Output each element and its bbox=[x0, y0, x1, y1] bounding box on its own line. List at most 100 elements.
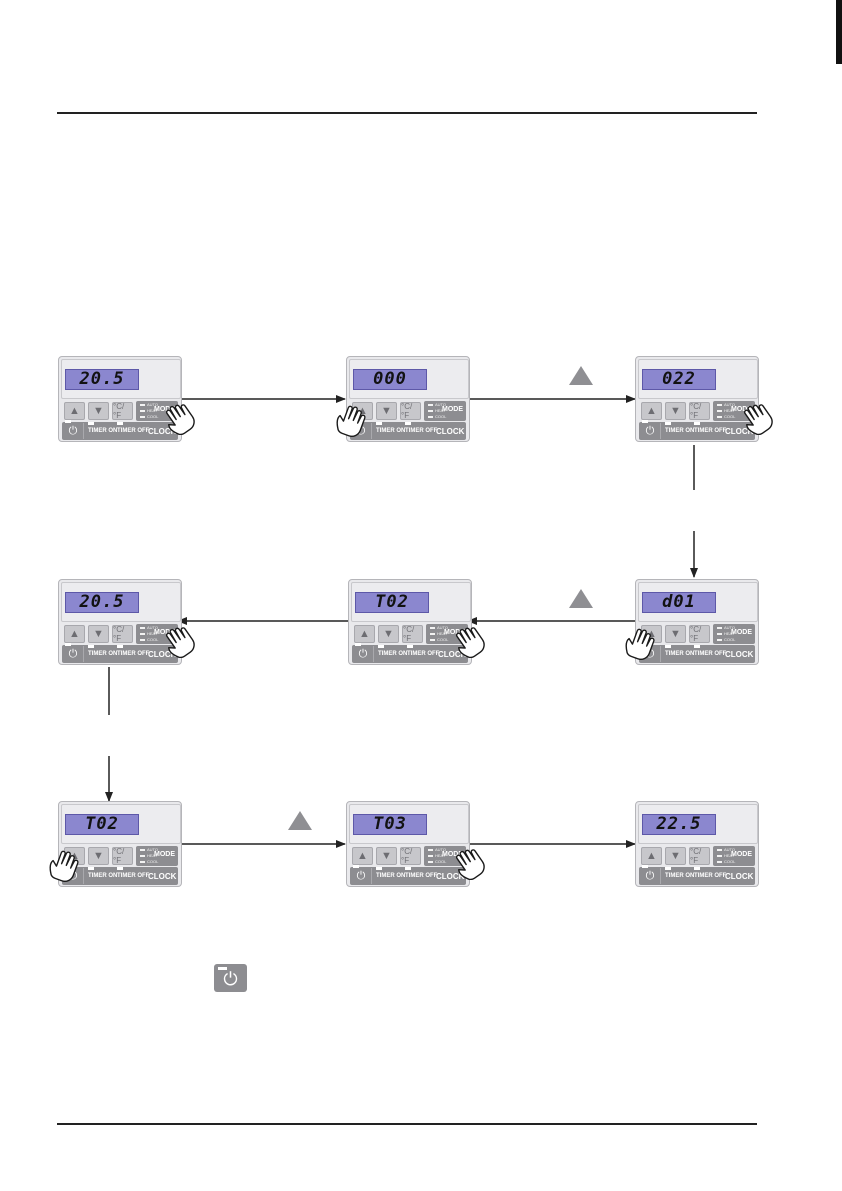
power-button[interactable]: ⏻ bbox=[63, 420, 84, 439]
control-panel-5: T02 ▲ ▼ °C/°F AUTO HEAT COOL MODE ⏻ TIME… bbox=[348, 579, 472, 665]
timer-on-button[interactable]: TIMER ON bbox=[88, 645, 117, 657]
clock-button[interactable]: CLOCK bbox=[436, 427, 465, 436]
up-triangle-icon bbox=[569, 366, 593, 385]
triangle-up-icon: ▲ bbox=[69, 405, 80, 417]
unit-button[interactable]: °C/°F bbox=[689, 847, 710, 865]
clock-button[interactable]: CLOCK bbox=[148, 872, 177, 881]
triangle-down-icon: ▼ bbox=[93, 850, 104, 862]
pointing-hand-icon bbox=[160, 624, 199, 658]
clock-button[interactable]: CLOCK bbox=[436, 872, 465, 881]
power-icon: ⏻ bbox=[356, 425, 366, 437]
down-button[interactable]: ▼ bbox=[665, 625, 686, 643]
timer-off-button[interactable]: TIMER OFF bbox=[117, 645, 149, 657]
up-button[interactable]: ▲ bbox=[641, 847, 662, 865]
triangle-down-icon: ▼ bbox=[93, 405, 104, 417]
power-button[interactable]: ⏻ bbox=[351, 865, 372, 884]
power-icon: ⏻ bbox=[68, 648, 78, 660]
triangle-down-icon: ▼ bbox=[383, 628, 394, 640]
clock-button[interactable]: CLOCK bbox=[725, 427, 754, 436]
triangle-up-icon: ▲ bbox=[646, 405, 657, 417]
down-button[interactable]: ▼ bbox=[378, 625, 399, 643]
timer-off-button[interactable]: TIMER OFF bbox=[117, 867, 149, 879]
timer-on-button[interactable]: TIMER ON bbox=[376, 422, 405, 434]
pointing-hand-icon bbox=[333, 404, 368, 438]
unit-button[interactable]: °C/°F bbox=[402, 625, 423, 643]
down-button[interactable]: ▼ bbox=[376, 402, 397, 420]
timer-on-button[interactable]: TIMER ON bbox=[88, 422, 117, 434]
timer-on-button[interactable]: TIMER ON bbox=[88, 867, 117, 879]
triangle-down-icon: ▼ bbox=[670, 628, 681, 640]
clock-button[interactable]: CLOCK bbox=[438, 650, 467, 659]
mode-button[interactable]: AUTO HEAT COOL MODE bbox=[136, 846, 178, 866]
mode-button[interactable]: AUTO HEAT COOL MODE bbox=[713, 846, 755, 866]
down-button[interactable]: ▼ bbox=[88, 847, 109, 865]
control-panel-8: T03 ▲ ▼ °C/°F AUTO HEAT COOL MODE ⏻ TIME… bbox=[346, 801, 470, 887]
mode-button[interactable]: AUTO HEAT COOL MODE bbox=[713, 624, 755, 644]
clock-button[interactable]: CLOCK bbox=[725, 872, 754, 881]
mode-button[interactable]: AUTO HEAT COOL MODE bbox=[426, 624, 468, 644]
timer-off-button[interactable]: TIMER OFF bbox=[405, 422, 437, 434]
lcd-display: 20.5 bbox=[65, 592, 139, 613]
down-button[interactable]: ▼ bbox=[665, 847, 686, 865]
footer-rule bbox=[57, 1123, 757, 1125]
down-button[interactable]: ▼ bbox=[88, 402, 109, 420]
mode-button[interactable]: AUTO HEAT COOL MODE bbox=[424, 401, 466, 421]
control-panel-4: d01 ▲ ▼ °C/°F AUTO HEAT COOL MODE ⏻ TIME… bbox=[635, 579, 759, 665]
lcd-display: 000 bbox=[353, 369, 427, 390]
timer-off-button[interactable]: TIMER OFF bbox=[117, 422, 149, 434]
power-button[interactable]: ⏻ bbox=[63, 643, 84, 662]
pointing-hand-icon bbox=[738, 401, 777, 435]
power-icon: ⏻ bbox=[223, 969, 238, 989]
clock-button[interactable]: CLOCK bbox=[148, 427, 177, 436]
power-icon: ⏻ bbox=[645, 870, 655, 882]
unit-button[interactable]: °C/°F bbox=[689, 625, 710, 643]
header-rule bbox=[57, 112, 757, 114]
pointing-hand-icon bbox=[622, 627, 657, 661]
up-button[interactable]: ▲ bbox=[64, 402, 85, 420]
up-button[interactable]: ▲ bbox=[354, 625, 375, 643]
timer-on-button[interactable]: TIMER ON bbox=[665, 867, 694, 879]
mode-button[interactable]: AUTO HEAT COOL MODE bbox=[136, 401, 178, 421]
pointing-hand-icon bbox=[450, 846, 489, 880]
clock-button[interactable]: CLOCK bbox=[148, 650, 177, 659]
unit-button[interactable]: °C/°F bbox=[112, 847, 133, 865]
power-button[interactable]: ⏻ bbox=[353, 643, 374, 662]
unit-button[interactable]: °C/°F bbox=[112, 625, 133, 643]
timer-off-button[interactable]: TIMER OFF bbox=[694, 867, 726, 879]
lcd-display: T03 bbox=[353, 814, 427, 835]
timer-off-button[interactable]: TIMER OFF bbox=[694, 645, 726, 657]
timer-on-button[interactable]: TIMER ON bbox=[665, 422, 694, 434]
clock-button[interactable]: CLOCK bbox=[725, 650, 754, 659]
timer-on-button[interactable]: TIMER ON bbox=[378, 645, 407, 657]
unit-button[interactable]: °C/°F bbox=[689, 402, 710, 420]
up-triangle-icon bbox=[288, 811, 312, 830]
mode-button[interactable]: AUTO HEAT COOL MODE bbox=[713, 401, 755, 421]
down-button[interactable]: ▼ bbox=[665, 402, 686, 420]
up-triangle-icon bbox=[569, 589, 593, 608]
timer-off-button[interactable]: TIMER OFF bbox=[694, 422, 726, 434]
down-button[interactable]: ▼ bbox=[88, 625, 109, 643]
triangle-down-icon: ▼ bbox=[670, 850, 681, 862]
up-button[interactable]: ▲ bbox=[64, 625, 85, 643]
up-button[interactable]: ▲ bbox=[641, 402, 662, 420]
mode-button[interactable]: AUTO HEAT COOL MODE bbox=[424, 846, 466, 866]
mode-button[interactable]: AUTO HEAT COOL MODE bbox=[136, 624, 178, 644]
timer-on-button[interactable]: TIMER ON bbox=[376, 867, 405, 879]
up-button[interactable]: ▲ bbox=[352, 847, 373, 865]
unit-button[interactable]: °C/°F bbox=[400, 402, 421, 420]
timer-off-button[interactable]: TIMER OFF bbox=[407, 645, 439, 657]
lcd-display: 20.5 bbox=[65, 369, 139, 390]
timer-on-button[interactable]: TIMER ON bbox=[665, 645, 694, 657]
triangle-up-icon: ▲ bbox=[357, 850, 368, 862]
power-button[interactable]: ⏻ bbox=[640, 420, 661, 439]
down-button[interactable]: ▼ bbox=[376, 847, 397, 865]
timer-off-button[interactable]: TIMER OFF bbox=[405, 867, 437, 879]
power-button[interactable]: ⏻ bbox=[640, 865, 661, 884]
unit-button[interactable]: °C/°F bbox=[400, 847, 421, 865]
unit-button[interactable]: °C/°F bbox=[112, 402, 133, 420]
lcd-display: 022 bbox=[642, 369, 716, 390]
control-panel-1: 20.5 ▲ ▼ °C/°F AUTO HEAT COOL MODE ⏻ TIM… bbox=[58, 356, 182, 442]
control-panel-3: 022 ▲ ▼ °C/°F AUTO HEAT COOL MODE ⏻ TIME… bbox=[635, 356, 759, 442]
triangle-down-icon: ▼ bbox=[670, 405, 681, 417]
